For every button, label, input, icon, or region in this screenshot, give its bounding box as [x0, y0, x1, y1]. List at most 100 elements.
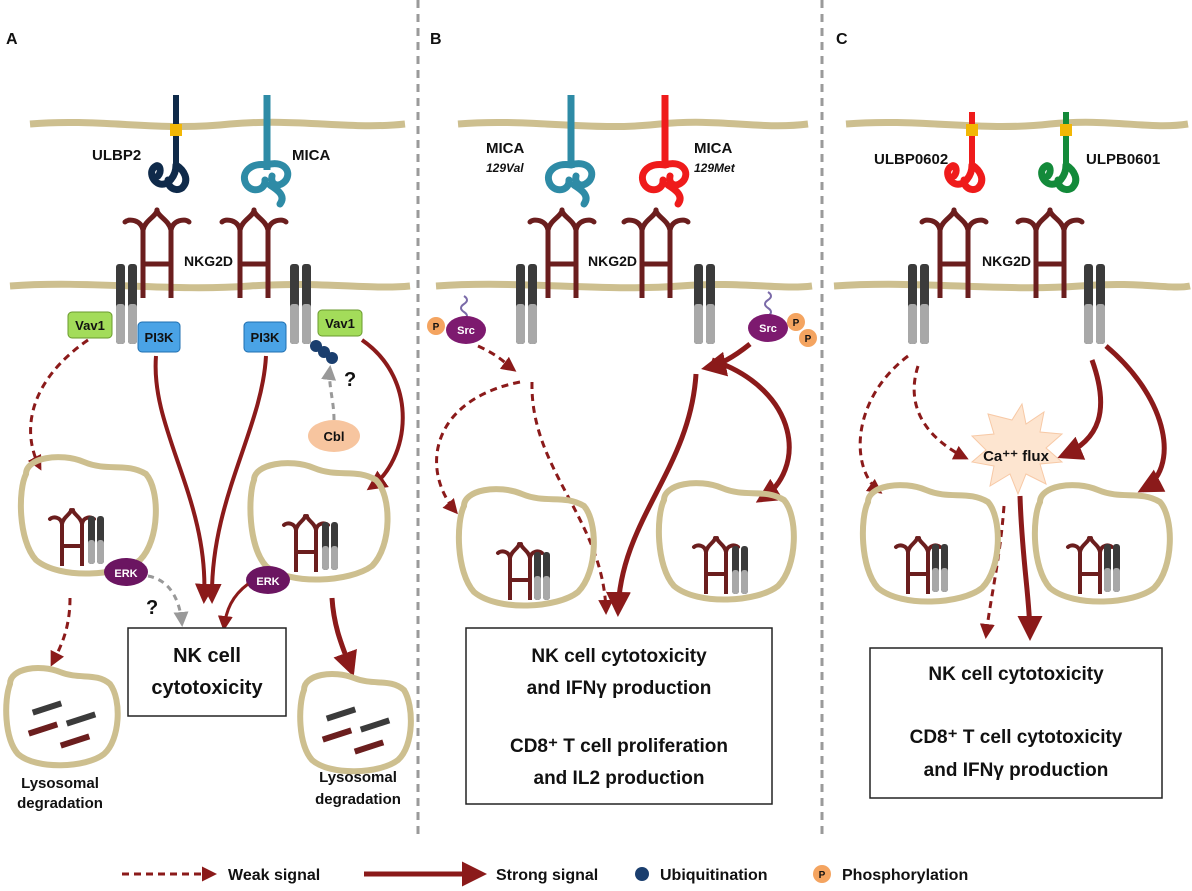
vav1-box-a1: Vav1	[67, 311, 113, 339]
phospho-b2b: P	[799, 329, 817, 347]
weak-arrow-src-b1	[477, 344, 517, 372]
strong-arrow-endo-c2	[1104, 344, 1167, 493]
weak-arrow-lyso-a1	[50, 597, 72, 667]
panel-c-letter: C	[836, 31, 848, 48]
ulbp0602-ligand	[944, 112, 986, 194]
adaptor-c2	[1084, 264, 1105, 344]
legend-ubiq-label: Ubiquitination	[660, 867, 768, 884]
erk-arrow-a2	[217, 582, 249, 631]
svg-text:Vav1: Vav1	[75, 318, 105, 333]
weak-arrow-endo-b1	[435, 380, 521, 515]
panel-b-letter: B	[430, 31, 442, 48]
panel-a: A ULBP2 MICA NKG2D Vav1	[3, 31, 414, 812]
nkg2d-label-c: NKG2D	[982, 253, 1031, 269]
strong-arrow-vav1-a2	[360, 338, 405, 491]
nkg2d-label-a: NKG2D	[184, 253, 233, 269]
cbl-oval: Cbl	[308, 420, 360, 452]
strong-arrow-out-b2	[605, 373, 699, 617]
question-erk: ?	[146, 597, 158, 619]
phospho-b2a: P	[787, 313, 805, 331]
lysosome-a1	[3, 665, 121, 769]
ca-flux-label: Ca⁺⁺ flux	[983, 448, 1050, 465]
svg-text:and IFNγ production: and IFNγ production	[527, 678, 712, 699]
ulbp0602-label: ULBP0602	[874, 151, 948, 168]
svg-text:cytotoxicity: cytotoxicity	[151, 677, 263, 699]
svg-text:Cbl: Cbl	[324, 429, 345, 444]
svg-text:and IFNγ production: and IFNγ production	[924, 760, 1109, 781]
mica-label-b2: MICA	[694, 140, 732, 157]
adaptor-b2	[694, 264, 715, 344]
svg-text:CD8⁺ T cell proliferation: CD8⁺ T cell proliferation	[510, 736, 728, 757]
nk-membrane-a	[9, 280, 411, 292]
weak-arrow-out-b1	[530, 381, 614, 615]
endosome-a1	[17, 454, 159, 577]
question-cbl: ?	[344, 369, 356, 391]
svg-text:P: P	[433, 322, 440, 333]
ca-flux-burst: Ca⁺⁺ flux	[970, 402, 1064, 496]
erk-arrow-a1	[147, 574, 189, 627]
panel-c: C ULBP0602 ULPB0601 NKG2D Ca⁺⁺ flux	[833, 31, 1191, 799]
strong-arrow-pi3k-a1	[153, 355, 215, 604]
ulbp2-label: ULBP2	[92, 147, 141, 164]
panel-a-letter: A	[6, 31, 18, 48]
strong-arrow-pi3k-a2	[201, 355, 268, 604]
strong-arrow-endo-b2	[711, 357, 792, 503]
mica-sub-b1: 129Val	[486, 161, 524, 175]
svg-text:P: P	[819, 870, 826, 881]
erk-oval-a1: ERK	[104, 558, 148, 586]
endosome-b1	[455, 486, 597, 609]
strong-arrow-lyso-a2	[329, 597, 357, 677]
legend-phospho-label: Phosphorylation	[842, 867, 968, 884]
degradation-label-a2: degradation	[315, 791, 401, 808]
mica-ligand-a	[241, 95, 292, 208]
legend: Weak signal Strong signal Ubiquitination…	[122, 861, 968, 887]
degradation-label-a1: degradation	[17, 795, 103, 812]
cbl-arrow	[321, 365, 337, 421]
svg-text:P: P	[805, 334, 812, 345]
endosome-a2	[247, 460, 391, 583]
mica-label-a: MICA	[292, 147, 330, 164]
mica-label-b1: MICA	[486, 140, 524, 157]
output-box-a: NK cell cytotoxicity	[127, 627, 287, 717]
svg-text:Src: Src	[457, 325, 475, 337]
lysosomal-label-a1: Lysosomal	[21, 775, 99, 792]
pi3k-box-a2: PI3K	[243, 321, 287, 353]
legend-phospho-icon: P	[813, 865, 831, 883]
adaptor-a1	[116, 264, 137, 344]
endosome-c2	[1031, 482, 1173, 605]
src-anchor-b1	[460, 295, 468, 321]
nkg2d-label-b: NKG2D	[588, 253, 637, 269]
weak-arrow-vav1-a	[27, 338, 89, 471]
lysosomal-label-a2: Lysosomal	[319, 769, 397, 786]
svg-text:ERK: ERK	[256, 576, 279, 588]
legend-strong-label: Strong signal	[496, 867, 598, 884]
svg-text:and IL2 production: and IL2 production	[534, 768, 705, 789]
mica-sub-b2: 129Met	[694, 161, 736, 175]
target-membrane-a	[29, 118, 406, 131]
output-box-b: NK cell cytotoxicity and IFNγ production…	[465, 627, 773, 805]
adaptor-b1	[516, 264, 537, 344]
svg-text:NK cell: NK cell	[173, 645, 241, 667]
mica-129met-ligand	[639, 95, 690, 208]
target-membrane-c	[845, 118, 1189, 131]
nk-membrane-c	[833, 280, 1191, 292]
svg-text:P: P	[793, 318, 800, 329]
endosome-c1	[859, 482, 1001, 605]
target-membrane-b	[457, 118, 809, 131]
output-box-c: NK cell cytotoxicity CD8⁺ T cell cytotox…	[869, 647, 1163, 799]
legend-ubiq-icon	[635, 867, 649, 881]
ulpb0601-label: ULPB0601	[1086, 151, 1160, 168]
mica-129val-ligand	[545, 95, 596, 208]
svg-text:NK cell cytotoxicity: NK cell cytotoxicity	[928, 664, 1104, 685]
strong-arrow-ca-c2	[1057, 359, 1104, 460]
src-oval-b2: Src	[748, 314, 788, 342]
src-anchor-b2	[764, 291, 772, 317]
svg-text:Vav1: Vav1	[325, 316, 355, 331]
lysosome-a2	[297, 671, 414, 775]
strong-arrow-src-b2	[701, 342, 752, 377]
erk-oval-a2: ERK	[246, 566, 290, 594]
legend-weak-label: Weak signal	[228, 867, 320, 884]
weak-arrow-endo-c1	[858, 354, 909, 494]
svg-text:Src: Src	[759, 323, 777, 335]
